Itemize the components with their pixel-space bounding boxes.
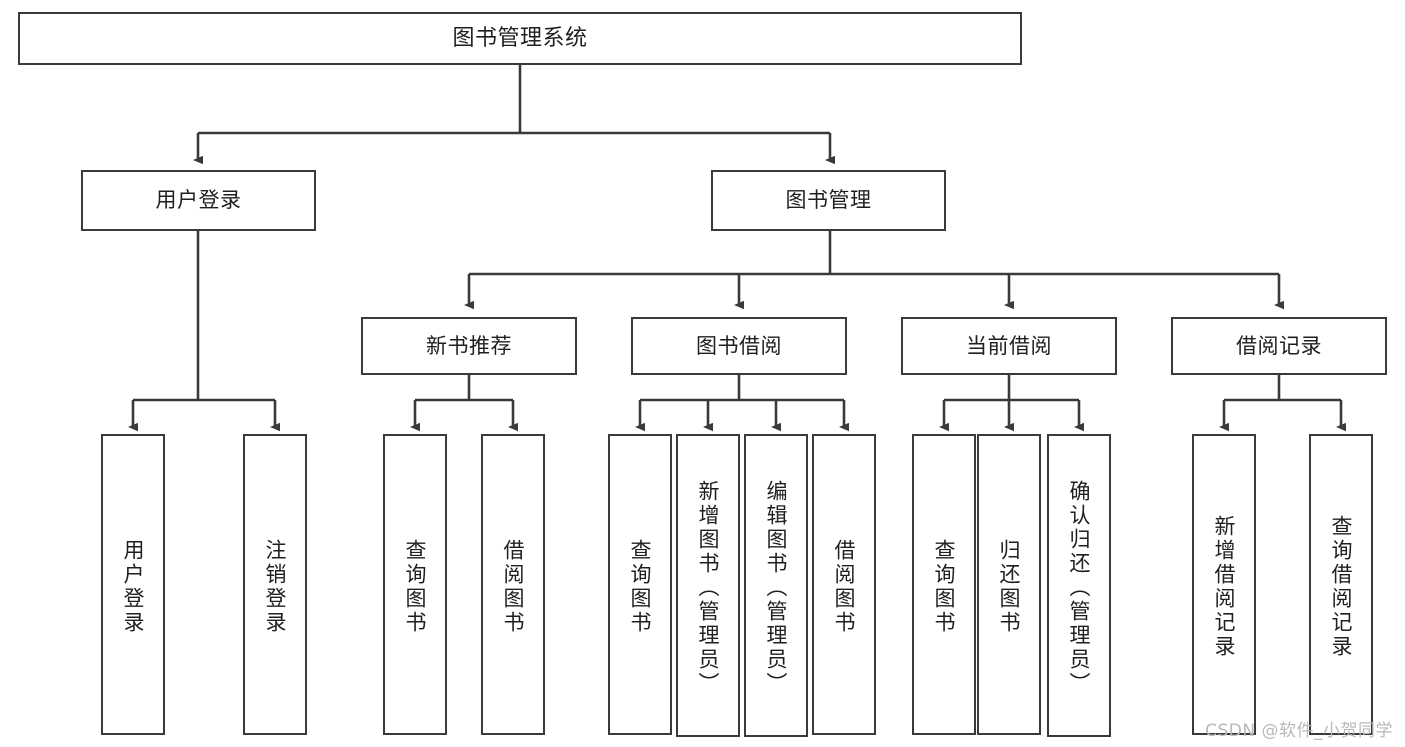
node-user-login[interactable]: 用户登录: [81, 170, 316, 231]
node-label: 查询借阅记录: [1329, 514, 1354, 659]
node-label: 当前借阅: [966, 333, 1052, 358]
leaf-confirm-return-admin[interactable]: 确认归还（管理员）: [1047, 434, 1111, 737]
leaf-query-borrow-record[interactable]: 查询借阅记录: [1309, 434, 1373, 735]
leaf-add-book-admin[interactable]: 新增图书（管理员）: [676, 434, 740, 737]
node-label: 图书管理系统: [452, 25, 588, 51]
node-label: 新增借阅记录: [1212, 514, 1237, 659]
leaf-query-book-borrow[interactable]: 查询图书: [608, 434, 672, 735]
node-label: 查询图书: [628, 538, 653, 635]
node-label: 借阅记录: [1236, 333, 1322, 358]
node-label: 图书管理: [785, 188, 872, 213]
node-current-borrow[interactable]: 当前借阅: [901, 317, 1117, 375]
leaf-return-book[interactable]: 归还图书: [977, 434, 1041, 735]
node-label: 新增图书（管理员）: [696, 479, 721, 696]
watermark: CSDN @软件_小贺同学: [1205, 721, 1393, 741]
node-label: 借阅图书: [832, 538, 857, 635]
node-label: 编辑图书（管理员）: [764, 479, 789, 696]
node-label: 用户登录: [155, 188, 242, 213]
node-label: 用户登录: [121, 538, 146, 635]
leaf-borrow-book-recommend[interactable]: 借阅图书: [481, 434, 545, 735]
node-label: 注销登录: [263, 538, 288, 635]
node-root-system[interactable]: 图书管理系统: [18, 12, 1022, 65]
node-book-manage[interactable]: 图书管理: [711, 170, 946, 231]
leaf-user-login[interactable]: 用户登录: [101, 434, 165, 735]
leaf-logout[interactable]: 注销登录: [243, 434, 307, 735]
leaf-query-book-current[interactable]: 查询图书: [912, 434, 976, 735]
node-label: 查询图书: [932, 538, 957, 635]
node-book-borrow[interactable]: 图书借阅: [631, 317, 847, 375]
leaf-borrow-book[interactable]: 借阅图书: [812, 434, 876, 735]
leaf-edit-book-admin[interactable]: 编辑图书（管理员）: [744, 434, 808, 737]
node-label: 查询图书: [403, 538, 428, 635]
node-label: 借阅图书: [501, 538, 526, 635]
node-borrow-record[interactable]: 借阅记录: [1171, 317, 1387, 375]
leaf-query-book-recommend[interactable]: 查询图书: [383, 434, 447, 735]
leaf-add-borrow-record[interactable]: 新增借阅记录: [1192, 434, 1256, 735]
node-new-book-recommend[interactable]: 新书推荐: [361, 317, 577, 375]
node-label: 新书推荐: [426, 333, 512, 358]
node-label: 归还图书: [997, 538, 1022, 635]
node-label: 确认归还（管理员）: [1067, 479, 1092, 696]
node-label: 图书借阅: [696, 333, 782, 358]
